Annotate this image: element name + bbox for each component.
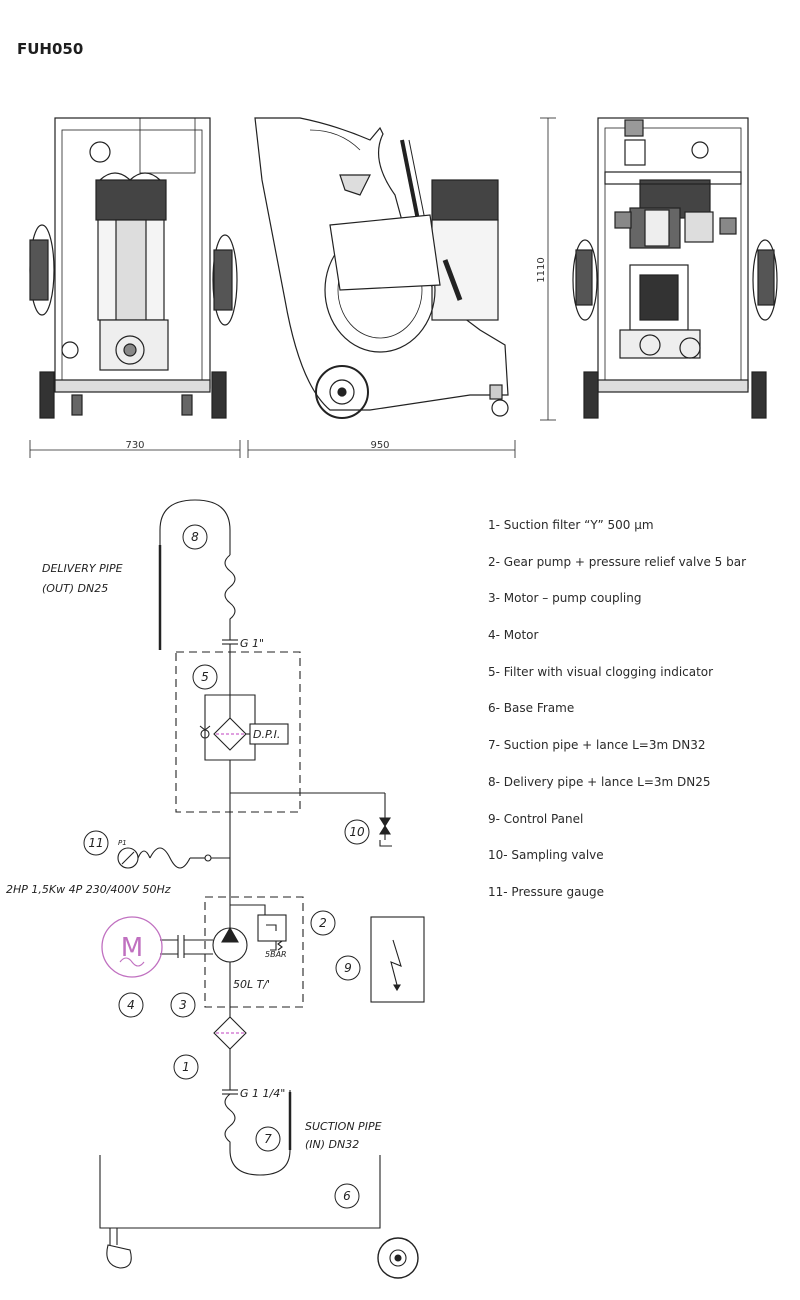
legend-item: 11- Pressure gauge bbox=[488, 884, 605, 899]
front-width-dim: 730 bbox=[125, 440, 144, 451]
callout-11-label: 11 bbox=[88, 836, 103, 850]
legend-item: 3- Motor – pump coupling bbox=[488, 591, 642, 606]
callout-10 bbox=[344, 819, 370, 845]
legend-item: 9- Control Panel bbox=[488, 811, 584, 826]
delivery-pipe-label: DELIVERY PIPE bbox=[42, 562, 123, 575]
callout-2 bbox=[310, 910, 336, 936]
callout-7 bbox=[255, 1126, 281, 1152]
callout-8-label: 8 bbox=[191, 530, 199, 544]
legend-item: 4- Motor bbox=[488, 628, 539, 643]
legend-item: 8- Delivery pipe + lance L=3m DN25 bbox=[488, 774, 711, 789]
callout-9 bbox=[335, 955, 361, 981]
callout-11 bbox=[83, 830, 109, 856]
legend-item: 5- Filter with visual clogging indicator bbox=[488, 664, 714, 679]
delivery-pipe-spec: (OUT) DN25 bbox=[42, 582, 108, 595]
callout-6 bbox=[334, 1183, 360, 1209]
height-dim: 1110 bbox=[536, 257, 547, 282]
callout-8 bbox=[182, 524, 208, 550]
legend-item: 1- Suction filter “Y” 500 μm bbox=[488, 518, 654, 532]
suction-pipe-label: SUCTION PIPE bbox=[305, 1120, 382, 1133]
page-title: FUH050 bbox=[17, 40, 84, 58]
front-view bbox=[29, 117, 241, 458]
motor-letter: M bbox=[121, 933, 143, 963]
callout-5-label: 5 bbox=[201, 670, 209, 684]
relief-setting-label: 5BAR bbox=[265, 950, 287, 959]
side-view bbox=[247, 117, 556, 458]
callout-1 bbox=[173, 1054, 199, 1080]
dpi-label: D.P.I. bbox=[253, 728, 280, 741]
legend-item: 2- Gear pump + pressure relief valve 5 b… bbox=[488, 554, 747, 569]
suction-pipe-spec: (IN) DN32 bbox=[305, 1138, 359, 1151]
connection-bottom-label: G 1 1/4" bbox=[240, 1087, 285, 1100]
callout-5 bbox=[192, 664, 218, 690]
callout-4-label: 4 bbox=[127, 998, 135, 1012]
legend-item: 10- Sampling valve bbox=[488, 848, 604, 863]
motor-spec-label: 2HP 1,5Kw 4P 230/400V 50Hz bbox=[6, 883, 171, 896]
callout-3 bbox=[170, 992, 196, 1018]
callout-9-label: 9 bbox=[344, 961, 352, 975]
connection-top-label: G 1" bbox=[240, 637, 264, 650]
callout-4 bbox=[118, 992, 144, 1018]
callout-6-label: 6 bbox=[343, 1189, 351, 1203]
side-depth-dim: 950 bbox=[370, 440, 389, 451]
component-legend: 1- Suction filter “Y” 500 μm 2- Gear pum… bbox=[488, 518, 746, 922]
flow-rate-label: 50L T/' bbox=[233, 978, 270, 991]
callout-2-label: 2 bbox=[319, 916, 327, 930]
legend-item: 6- Base Frame bbox=[488, 701, 575, 716]
callout-10-label: 10 bbox=[349, 825, 365, 839]
callout-1-label: 1 bbox=[182, 1060, 190, 1074]
legend-item: 7- Suction pipe + lance L=3m DN32 bbox=[488, 738, 706, 753]
gauge-tag: P1 bbox=[118, 839, 127, 847]
callout-7-label: 7 bbox=[264, 1132, 272, 1146]
rear-view bbox=[572, 117, 778, 419]
callout-3-label: 3 bbox=[179, 998, 187, 1012]
hydraulic-schematic bbox=[99, 499, 425, 1279]
